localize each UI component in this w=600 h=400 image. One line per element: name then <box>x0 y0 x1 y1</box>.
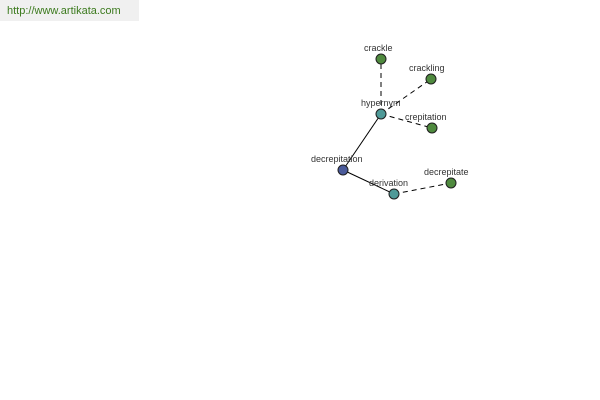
node-circle-decrepitate[interactable] <box>445 177 457 189</box>
node-circle-crackle[interactable] <box>375 53 387 65</box>
node-derivation[interactable]: derivation <box>369 178 408 200</box>
node-label-crackle: crackle <box>364 43 393 53</box>
edge-decrepitation-derivation <box>342 169 395 195</box>
node-label-derivation: derivation <box>369 178 408 188</box>
node-label-decrepitation: decrepitation <box>311 154 363 164</box>
node-circle-hypernym[interactable] <box>375 108 387 120</box>
node-label-decrepitate: decrepitate <box>424 167 469 177</box>
site-banner: http://www.artikata.com <box>0 0 139 21</box>
node-circle-decrepitation[interactable] <box>337 164 349 176</box>
site-url-link[interactable]: http://www.artikata.com <box>7 4 121 17</box>
node-decrepitation[interactable]: decrepitation <box>311 154 363 176</box>
node-label-crepitation: crepitation <box>405 112 447 122</box>
edge-hypernym-crackling <box>380 78 432 115</box>
edge-decrepitation-hypernym <box>342 113 382 171</box>
graph-nodes: decrepitation hypernym derivation crackle cr… <box>311 43 469 200</box>
edge-derivation-decrepitate <box>393 182 452 195</box>
node-crackling[interactable]: crackling <box>409 63 445 85</box>
node-decrepitate[interactable]: decrepitate <box>424 167 469 189</box>
node-label-hypernym: hypernym <box>361 98 401 108</box>
node-label-crackling: crackling <box>409 63 445 73</box>
node-circle-derivation[interactable] <box>388 188 400 200</box>
node-circle-crepitation[interactable] <box>426 122 438 134</box>
node-crackle[interactable]: crackle <box>364 43 393 65</box>
node-circle-crackling[interactable] <box>425 73 437 85</box>
node-hypernym[interactable]: hypernym <box>361 98 401 120</box>
graph-edges <box>342 59 452 195</box>
node-crepitation[interactable]: crepitation <box>405 112 447 134</box>
